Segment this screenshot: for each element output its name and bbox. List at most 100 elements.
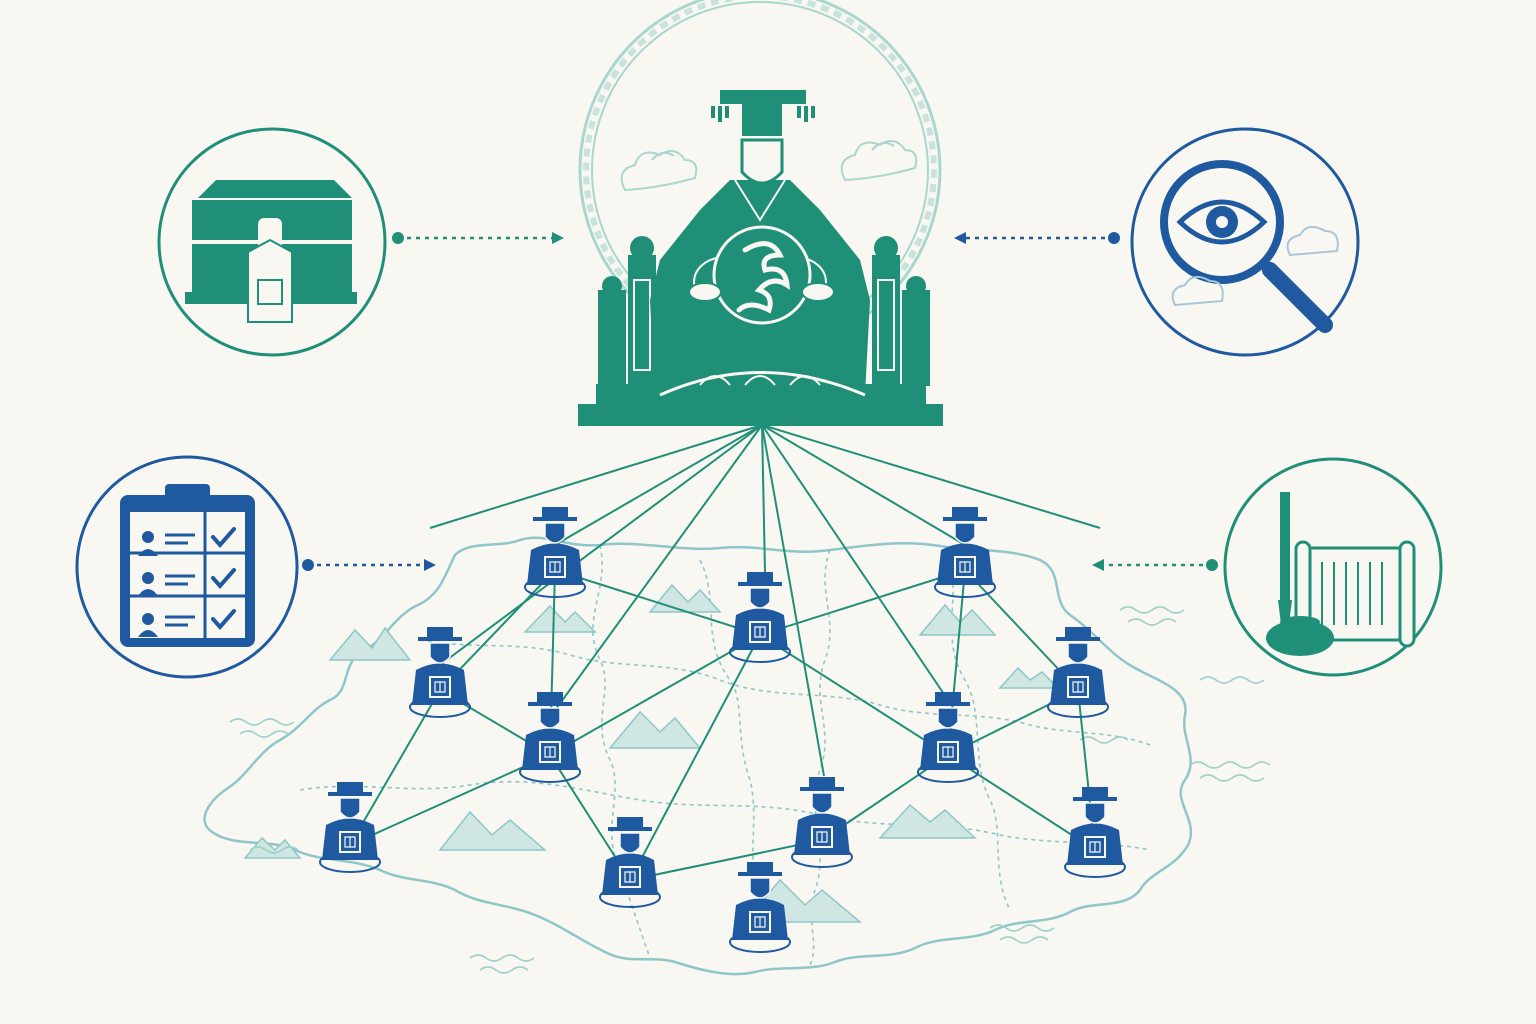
command-line	[761, 424, 966, 546]
seal-pattern	[624, 871, 636, 883]
network-link	[629, 634, 761, 881]
command-line	[429, 424, 763, 529]
emperor-head	[740, 138, 784, 185]
command-line	[547, 424, 763, 721]
official-head	[429, 642, 451, 664]
command-line	[761, 424, 949, 701]
official-hat-wings	[533, 517, 577, 521]
seal-pattern	[754, 626, 766, 638]
brush-scroll-icon	[1266, 492, 1416, 656]
official-icon	[1047, 627, 1109, 718]
official-icon	[409, 627, 471, 718]
seal-pattern	[1089, 841, 1101, 853]
official-head	[339, 797, 361, 819]
seal-pattern	[816, 831, 828, 843]
official-icon	[934, 507, 996, 598]
documents-node	[1223, 457, 1443, 677]
treasury-node	[157, 127, 387, 357]
command-line	[439, 424, 763, 666]
network-link	[549, 634, 761, 756]
command-line	[761, 424, 825, 777]
registry-node	[75, 455, 299, 679]
clipboard-checklist-icon	[120, 484, 255, 647]
official-icon	[729, 572, 791, 663]
seal-emblem	[429, 676, 451, 698]
official-head	[619, 832, 641, 854]
map-outline	[203, 536, 1193, 976]
command-line	[761, 424, 766, 573]
seal-emblem	[539, 741, 561, 763]
eye-magnifier-icon	[1160, 160, 1339, 333]
official-hat-wings	[943, 517, 987, 521]
arrow-heads	[302, 232, 1218, 571]
official-icon	[524, 507, 586, 598]
official-hat-wings	[528, 702, 572, 706]
seal-emblem	[1067, 676, 1089, 698]
official-hat-wings	[800, 787, 844, 791]
official-head	[749, 877, 771, 899]
network-link	[947, 754, 1096, 851]
network-link	[759, 569, 966, 636]
sealed-chest-icon	[185, 180, 357, 323]
seal-pattern	[754, 916, 766, 928]
network-link	[759, 634, 949, 756]
official-icon	[599, 817, 661, 908]
official-hat-wings	[1056, 637, 1100, 641]
province-borders	[299, 544, 1151, 966]
imperial-crown	[711, 90, 815, 136]
command-line	[554, 424, 763, 546]
official-icon	[319, 782, 381, 873]
seal-emblem	[749, 911, 771, 933]
surveillance-node	[1130, 127, 1360, 357]
official-hat-wings	[1073, 797, 1117, 801]
seal-emblem	[339, 831, 361, 853]
seal-emblem	[954, 556, 976, 578]
official-icon	[519, 692, 581, 783]
seal-pattern	[1072, 681, 1084, 693]
official-head	[1084, 802, 1106, 824]
officials	[319, 507, 1126, 953]
seal-pattern	[434, 681, 446, 693]
seal-pattern	[344, 836, 356, 848]
seal-pattern	[549, 561, 561, 573]
seal-pattern	[544, 746, 556, 758]
seal-emblem	[749, 621, 771, 643]
dragon-emblem	[712, 225, 812, 325]
official-icon	[917, 692, 979, 783]
official-icon	[729, 862, 791, 953]
official-hat-wings	[738, 582, 782, 586]
seal-emblem	[937, 741, 959, 763]
waves	[229, 606, 1271, 974]
network-link	[629, 839, 823, 881]
official-head	[811, 792, 833, 814]
cloud-icon	[620, 140, 918, 192]
official-head	[954, 522, 976, 544]
official-head	[544, 522, 566, 544]
flow-arrows	[308, 236, 1212, 567]
official-head	[539, 707, 561, 729]
official-head	[749, 587, 771, 609]
command-lines	[429, 424, 1101, 777]
official-hat-wings	[418, 637, 462, 641]
official-icon	[791, 777, 853, 868]
command-line	[761, 424, 1101, 529]
official-hat-wings	[738, 872, 782, 876]
official-hat-wings	[328, 792, 372, 796]
official-hat-wings	[608, 827, 652, 831]
official-head	[1067, 642, 1089, 664]
emperor-throne	[578, 0, 943, 426]
throne-frame	[598, 236, 930, 387]
seal-emblem	[544, 556, 566, 578]
seal-emblem	[811, 826, 833, 848]
throne-platform	[578, 404, 943, 426]
network-link	[349, 754, 551, 846]
seal-emblem	[1084, 836, 1106, 858]
seal-pattern	[959, 561, 971, 573]
official-icon	[1064, 787, 1126, 878]
official-head	[937, 707, 959, 729]
seal-emblem	[619, 866, 641, 888]
official-hat-wings	[926, 702, 970, 706]
seal-pattern	[942, 746, 954, 758]
network-link	[554, 569, 761, 636]
